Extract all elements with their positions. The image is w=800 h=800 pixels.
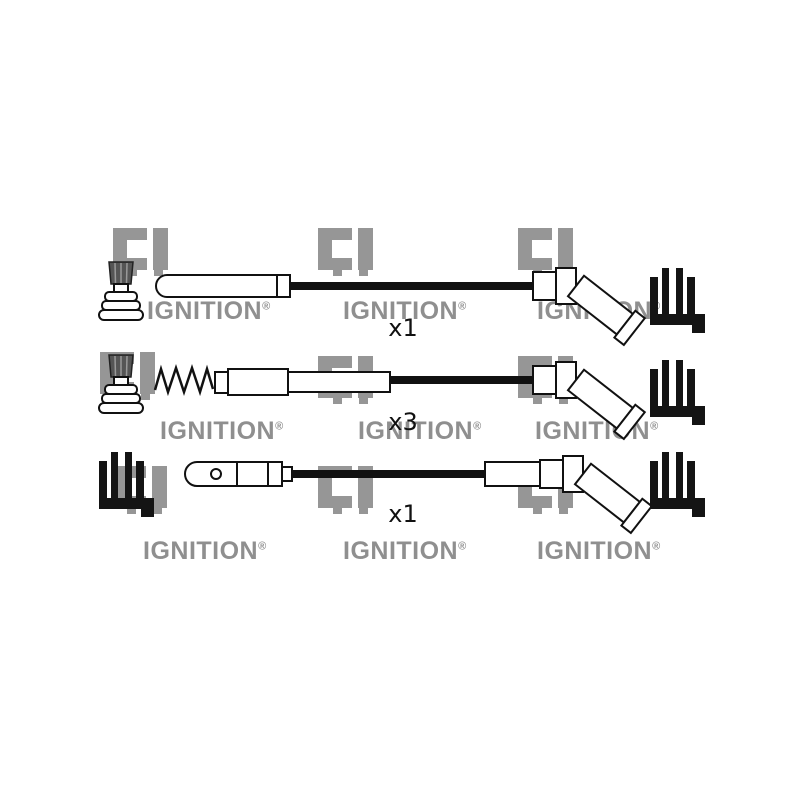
plug-terminal-icon — [98, 354, 144, 414]
quantity-label: x3 — [388, 408, 418, 436]
retainer-clip-icon — [650, 268, 705, 333]
registered-mark: ® — [275, 420, 284, 433]
retainer-clip-icon — [650, 452, 705, 517]
ignition-watermark-text: IGNITION® — [358, 417, 482, 446]
ignition-lead-icon — [153, 361, 646, 440]
ignition-watermark-text: IGNITION® — [160, 417, 284, 446]
registered-mark: ® — [650, 420, 659, 433]
angled-boot-icon — [532, 361, 646, 440]
spring-conductor-icon — [153, 364, 215, 397]
registered-mark: ® — [262, 300, 271, 313]
ignition-watermark-text: IGNITION® — [343, 537, 467, 566]
brand-text: IGNITION — [358, 417, 474, 445]
ignition-lead-icon — [155, 267, 646, 346]
registered-mark: ® — [652, 540, 661, 553]
lead-cable — [390, 376, 533, 384]
registered-mark: ® — [258, 540, 267, 553]
angled-boot-icon — [539, 455, 653, 534]
retainer-clip-icon — [99, 452, 154, 517]
quantity-label: x1 — [388, 314, 418, 342]
brand-text: IGNITION — [147, 297, 263, 325]
lead-cable — [292, 470, 485, 478]
quantity-label: x1 — [388, 500, 418, 528]
ignition-watermark-text: IGNITION® — [143, 537, 267, 566]
brand-text: IGNITION — [343, 537, 459, 565]
registered-mark: ® — [458, 300, 467, 313]
ignition-watermark-text: IGNITION® — [343, 297, 467, 326]
plug-terminal-icon — [98, 261, 144, 321]
ignition-lead-icon — [184, 455, 653, 534]
angled-boot-icon — [532, 267, 646, 346]
ignition-lead-row-2 — [98, 354, 705, 440]
retainer-clip-icon — [650, 360, 705, 425]
brand-text: IGNITION — [160, 417, 276, 445]
ignition-lead-row-3 — [99, 452, 705, 534]
ignition-watermark-text: IGNITION® — [147, 297, 271, 326]
registered-mark: ® — [458, 540, 467, 553]
brand-text: IGNITION — [143, 537, 259, 565]
lead-cable — [290, 282, 533, 290]
snap-button-icon — [210, 468, 222, 480]
brand-text: IGNITION — [343, 297, 459, 325]
ignition-watermark-text: IGNITION® — [537, 537, 661, 566]
brand-text: IGNITION — [537, 537, 653, 565]
ignition-lead-row-1 — [98, 261, 705, 346]
registered-mark: ® — [473, 420, 482, 433]
